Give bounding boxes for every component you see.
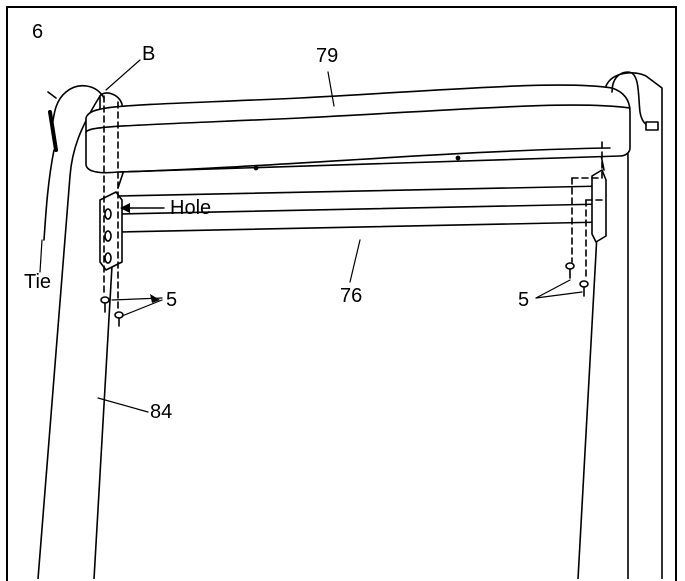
right-cable [611, 71, 659, 131]
screw-icon [579, 280, 589, 297]
screw-icon [100, 296, 110, 313]
callout-tie: Tie [24, 271, 52, 293]
cable-b [43, 85, 105, 241]
callout-crossbar-cover: 79 [316, 45, 339, 67]
callout-screws-left: 5 [166, 289, 178, 311]
screw-icon [114, 311, 124, 327]
callout-screws-right: 5 [518, 289, 530, 311]
screws-5 [100, 262, 589, 327]
step-number: 6 [32, 21, 44, 43]
callout-upright: 84 [150, 401, 173, 423]
leader-lines [39, 59, 583, 413]
right-bracket [591, 169, 607, 243]
left-bracket [99, 191, 123, 271]
screw-icon [565, 262, 575, 279]
diagram-frame [6, 6, 677, 581]
crossbar-cover-79 [85, 84, 631, 174]
callout-hole: Hole [170, 197, 212, 219]
callout-crossbar: 76 [340, 285, 363, 307]
alignment-lines [103, 95, 605, 313]
hole-arrow [120, 203, 165, 303]
callout-cable: B [142, 43, 156, 65]
